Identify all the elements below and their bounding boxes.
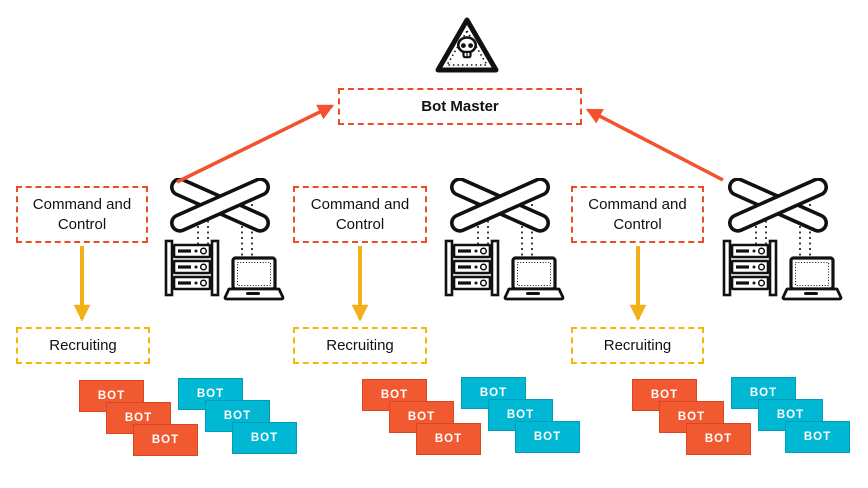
network-switch-icon bbox=[725, 178, 831, 236]
recruiting-box-2: Recruiting bbox=[293, 327, 427, 364]
command-control-label: Command and Control bbox=[310, 196, 410, 233]
laptop-icon bbox=[781, 256, 843, 301]
uplink-arrow-right bbox=[585, 108, 724, 182]
bot-master-box: Bot Master bbox=[338, 88, 582, 125]
recruiting-label: Recruiting bbox=[326, 336, 394, 354]
server-rack-icon bbox=[722, 239, 778, 297]
command-control-box-1: Command and Control bbox=[16, 186, 148, 243]
bot-card: BOT bbox=[232, 422, 297, 454]
command-control-box-2: Command and Control bbox=[293, 186, 427, 243]
command-control-label: Command and Control bbox=[32, 196, 132, 233]
laptop-icon bbox=[503, 256, 565, 301]
bot-group-3: BOT BOT BOT BOT BOT BOT bbox=[632, 377, 852, 457]
bot-group-1: BOT BOT BOT BOT BOT BOT bbox=[79, 378, 299, 458]
command-control-label: Command and Control bbox=[588, 196, 687, 233]
network-switch-icon bbox=[167, 178, 273, 236]
server-rack-icon bbox=[164, 239, 220, 297]
bot-card: BOT bbox=[785, 421, 850, 453]
network-switch-icon bbox=[447, 178, 553, 236]
device-cluster-3 bbox=[722, 178, 843, 301]
laptop-icon bbox=[223, 256, 285, 301]
bot-group-2: BOT BOT BOT BOT BOT BOT bbox=[362, 377, 582, 457]
bot-card: BOT bbox=[416, 423, 481, 455]
bot-card: BOT bbox=[686, 423, 751, 455]
uplink-arrow-left bbox=[176, 104, 335, 184]
bot-card: BOT bbox=[515, 421, 580, 453]
skull-warning-icon bbox=[435, 17, 499, 73]
recruiting-box-1: Recruiting bbox=[16, 327, 150, 364]
recruiting-label: Recruiting bbox=[603, 336, 672, 354]
command-control-box-3: Command and Control bbox=[571, 186, 704, 243]
server-rack-icon bbox=[444, 239, 500, 297]
recruiting-label: Recruiting bbox=[49, 336, 117, 354]
bot-master-label: Bot Master bbox=[421, 97, 499, 115]
recruiting-box-3: Recruiting bbox=[571, 327, 704, 364]
device-cluster-1 bbox=[164, 178, 285, 301]
bot-card: BOT bbox=[133, 424, 198, 456]
bot-card: BOT bbox=[632, 379, 697, 411]
device-cluster-2 bbox=[444, 178, 565, 301]
